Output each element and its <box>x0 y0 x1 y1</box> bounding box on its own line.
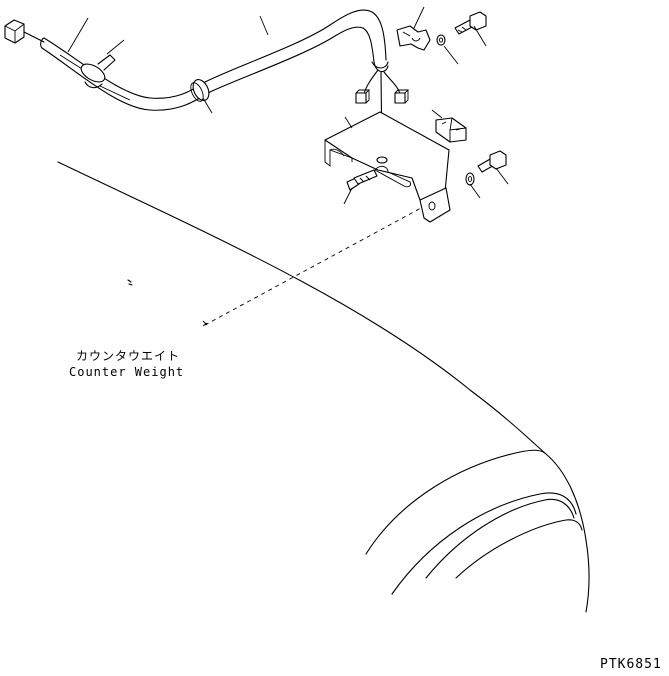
counterweight-groove-1 <box>391 492 577 595</box>
bracket-hole-top <box>376 156 388 164</box>
upper-clip-bracket <box>396 25 431 51</box>
harness-tube-lower <box>41 26 375 111</box>
lower-washer <box>465 172 475 186</box>
mounting-bracket <box>324 111 451 223</box>
counterweight-lower-edge <box>455 519 583 579</box>
harness-tube-upper <box>43 9 387 99</box>
counterweight-label-jp: カウンタウエイト <box>76 349 180 363</box>
bracket-slot <box>374 165 411 188</box>
left-bolt <box>346 169 378 191</box>
cable-clamp <box>80 54 116 89</box>
counterweight-body <box>57 161 590 613</box>
lower-bolt-assembly <box>346 150 507 191</box>
harness-grommet <box>192 79 210 101</box>
harness-wire-1 <box>363 69 379 95</box>
upper-bolt <box>454 11 487 35</box>
harness-plug-2 <box>394 92 406 104</box>
leader-lines <box>67 6 509 205</box>
counterweight-mount-hole <box>127 279 133 286</box>
drawing-id: PTK6851 <box>600 657 662 671</box>
harness-connector-block <box>4 19 25 44</box>
install-guide-line <box>204 207 422 326</box>
counterweight-rear-curve-inner <box>365 449 547 555</box>
counterweight-groove-2 <box>425 498 575 579</box>
install-hole-mark <box>202 320 208 327</box>
rubber-pad <box>435 117 467 143</box>
harness-wire-2 <box>383 71 401 95</box>
counterweight-label-en: Counter Weight <box>69 365 184 379</box>
counterweight-rear-curve-outer <box>545 453 590 613</box>
harness-plug-1 <box>355 92 367 104</box>
bracket-hole <box>428 201 436 211</box>
right-bolt <box>477 150 507 173</box>
upper-bracket-assembly <box>396 11 487 51</box>
counterweight-top-edge <box>57 161 547 455</box>
upper-washer <box>436 34 446 46</box>
